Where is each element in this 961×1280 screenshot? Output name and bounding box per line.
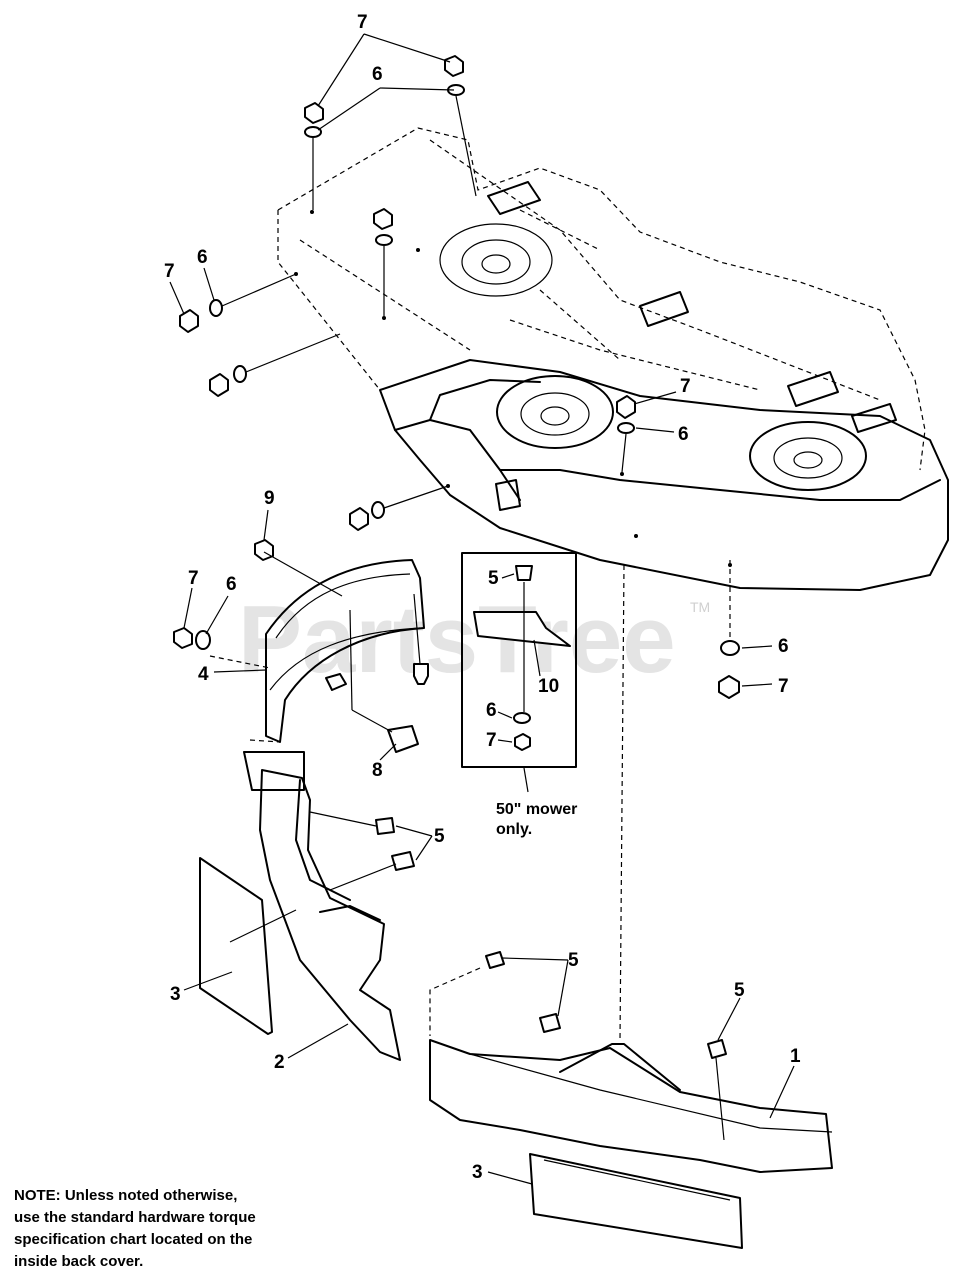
callout-10: 10 [538, 676, 559, 697]
callout-2: 2 [274, 1052, 285, 1073]
deck-hardware [179, 55, 636, 531]
watermark-text: PartsTree [238, 586, 676, 693]
callout-4: 4 [198, 664, 209, 685]
callout-7-box: 7 [486, 730, 497, 751]
callouts: 7 6 6 7 7 6 9 7 6 4 8 5 10 6 7 6 7 5 5 5… [164, 12, 801, 1183]
discharge-shield [173, 539, 429, 753]
callout-3-left: 3 [170, 984, 181, 1005]
callout-7-left: 7 [164, 261, 175, 282]
callout-7-right: 7 [778, 676, 789, 697]
deck-right-hardware [619, 560, 740, 1041]
callout-6-right: 6 [778, 636, 789, 657]
callout-6-shield: 6 [226, 574, 237, 595]
callout-5-box: 5 [488, 568, 499, 589]
mower-deck [277, 127, 949, 591]
chute-deflector [243, 751, 415, 1061]
bottom-plate [529, 1153, 743, 1249]
callout-7-shield: 7 [188, 568, 199, 589]
callout-5-baffle-a: 5 [568, 950, 579, 971]
note-line1: NOTE: Unless noted otherwise, [14, 1187, 238, 1204]
left-plate [199, 857, 297, 1035]
callout-6-box: 6 [486, 700, 497, 721]
callout-6-top: 6 [372, 64, 383, 85]
callout-6-mid: 6 [678, 424, 689, 445]
mower-50-note: 50" mower only. [496, 800, 577, 840]
front-baffle [429, 951, 833, 1173]
callout-6-left: 6 [197, 247, 208, 268]
mower-50-note-line2: only. [496, 821, 533, 838]
leader-lines [169, 33, 795, 1185]
callout-7-mid: 7 [680, 376, 691, 397]
watermark-tm: TM [690, 599, 710, 615]
note-line4: inside back cover. [14, 1253, 144, 1270]
callout-8: 8 [372, 760, 383, 781]
mower-50-box [461, 552, 577, 793]
mower-50-note-line1: 50" mower [496, 801, 578, 818]
callout-7-top: 7 [357, 12, 368, 33]
callout-3-bottom: 3 [472, 1162, 483, 1183]
callout-9: 9 [264, 488, 275, 509]
callout-5-chute: 5 [434, 826, 445, 847]
torque-note: NOTE: Unless noted otherwise, use the st… [14, 1185, 334, 1273]
note-line3: specification chart located on the [14, 1231, 253, 1248]
note-line2: use the standard hardware torque [14, 1209, 256, 1226]
callout-5-baffle-b: 5 [734, 980, 745, 1001]
callout-1: 1 [790, 1046, 801, 1067]
